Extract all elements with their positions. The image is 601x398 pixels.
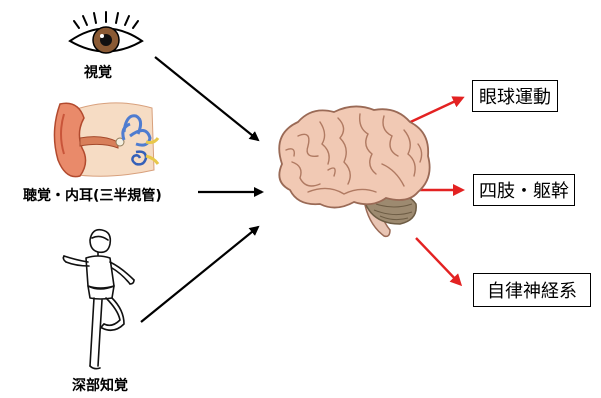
arrow-vision-to-brain: [155, 57, 258, 140]
arrow-proprioception-to-brain: [141, 227, 258, 322]
inner-ear-label: 聴覚・内耳(三半規管): [23, 185, 162, 205]
eye-icon: [66, 10, 146, 60]
eye-movement-box: 眼球運動: [472, 80, 558, 112]
arrow-brain-to-autonomic: [416, 238, 460, 284]
limbs-trunk-box: 四肢・躯幹: [473, 174, 575, 206]
balancing-person-icon: [62, 228, 142, 373]
proprioception-label: 深部知覚: [72, 375, 128, 395]
vision-label: 視覚: [84, 62, 112, 82]
autonomic-nervous-box: 自律神経系: [473, 273, 591, 307]
ear-anatomy-icon: [50, 92, 160, 184]
brain-icon: [268, 100, 438, 240]
